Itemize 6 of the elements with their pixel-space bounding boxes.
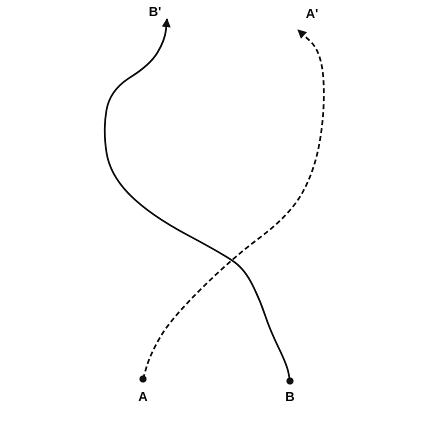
point-label: A [138, 390, 148, 404]
point-label: B [285, 390, 295, 404]
point-label: A' [306, 7, 318, 21]
arrow [139, 29, 325, 383]
point-label: B' [148, 5, 162, 19]
arrow [104, 18, 294, 385]
